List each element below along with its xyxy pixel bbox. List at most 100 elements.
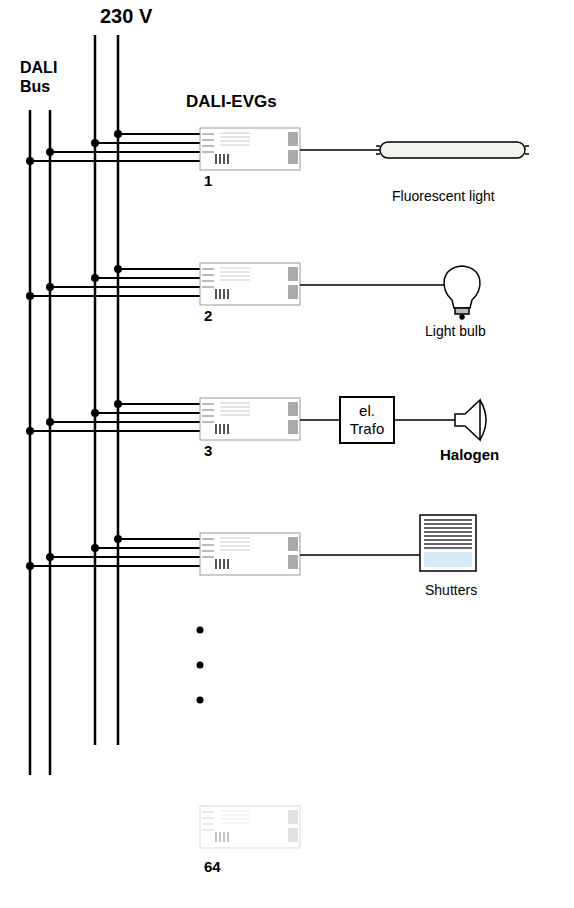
stroke	[220, 407, 250, 408]
stroke	[202, 403, 214, 405]
wire	[50, 556, 200, 558]
wire	[95, 142, 200, 144]
evg-device	[26, 263, 300, 305]
evg-box	[200, 263, 300, 305]
stroke	[223, 559, 225, 569]
slat	[424, 523, 472, 525]
junction-dot	[91, 274, 99, 282]
stroke	[215, 559, 217, 569]
wire	[95, 547, 200, 549]
terminal	[288, 537, 298, 551]
stroke	[202, 145, 214, 147]
junction-dot	[26, 427, 34, 435]
load-label: Light bulb	[425, 323, 486, 340]
stroke	[220, 276, 250, 277]
wire	[95, 277, 200, 279]
wire	[50, 286, 200, 288]
stroke	[220, 819, 250, 820]
stroke	[220, 268, 250, 269]
stroke	[202, 415, 214, 417]
stroke	[215, 424, 217, 434]
stroke	[202, 556, 214, 558]
wire	[95, 412, 200, 414]
stroke	[227, 289, 229, 299]
junction-dot	[114, 130, 122, 138]
box-text: el. Trafo	[344, 402, 390, 438]
stroke	[215, 154, 217, 164]
wire	[118, 538, 200, 540]
wire	[30, 565, 200, 567]
evg-box	[200, 128, 300, 170]
junction-dot	[114, 265, 122, 273]
stroke	[202, 280, 214, 282]
terminal	[288, 420, 298, 434]
fluorescent-tube	[300, 142, 529, 158]
wire	[50, 151, 200, 153]
junction-dot	[46, 553, 54, 561]
junction-dot	[46, 418, 54, 426]
terminal	[288, 402, 298, 416]
junction-dot	[46, 148, 54, 156]
stroke	[219, 832, 221, 842]
wire	[30, 430, 200, 432]
stroke	[220, 815, 250, 816]
stroke	[220, 542, 250, 543]
terminal	[288, 555, 298, 569]
device-heading: DALI-EVGs	[186, 92, 277, 112]
terminal	[288, 810, 298, 824]
stroke	[220, 538, 250, 539]
evg-device	[26, 398, 300, 440]
stroke	[227, 559, 229, 569]
stroke	[219, 424, 221, 434]
stroke	[223, 289, 225, 299]
stroke	[220, 403, 250, 404]
stroke	[202, 817, 214, 819]
terminal	[288, 828, 298, 842]
stroke	[219, 154, 221, 164]
stroke	[223, 154, 225, 164]
evg-device	[26, 128, 300, 170]
terminal	[288, 150, 298, 164]
stroke	[202, 544, 214, 546]
stroke	[220, 141, 250, 142]
stroke	[202, 538, 214, 540]
stroke	[223, 832, 225, 842]
junction-dot	[114, 535, 122, 543]
callout-number: 3	[204, 442, 212, 460]
stroke	[215, 289, 217, 299]
wire	[118, 403, 200, 405]
stroke	[219, 559, 221, 569]
terminal	[288, 267, 298, 281]
stroke	[202, 550, 214, 552]
stroke	[202, 274, 214, 276]
evg-device	[200, 806, 300, 848]
wire	[50, 421, 200, 423]
slat	[424, 535, 472, 537]
stroke	[220, 415, 250, 416]
stroke	[227, 832, 229, 842]
stroke	[202, 133, 214, 135]
stroke	[202, 823, 214, 825]
stroke	[227, 424, 229, 434]
callout-number: 64	[204, 858, 221, 876]
slat	[424, 539, 472, 541]
stroke	[220, 823, 250, 824]
load-label: Halogen	[440, 446, 499, 464]
stroke	[202, 421, 214, 423]
stroke	[220, 811, 250, 812]
wire	[30, 160, 200, 162]
transformer-box: el. Trafo	[339, 396, 395, 444]
stroke	[220, 411, 250, 412]
junction-dot	[46, 283, 54, 291]
stroke	[220, 280, 250, 281]
stroke	[202, 811, 214, 813]
junction-dot	[26, 562, 34, 570]
load-label: Shutters	[425, 582, 477, 599]
stroke	[220, 546, 250, 547]
stroke	[220, 550, 250, 551]
terminal	[288, 285, 298, 299]
load-label: Fluorescent light	[392, 188, 495, 205]
evg-device	[26, 533, 300, 575]
stroke	[202, 139, 214, 141]
slat	[424, 547, 472, 549]
